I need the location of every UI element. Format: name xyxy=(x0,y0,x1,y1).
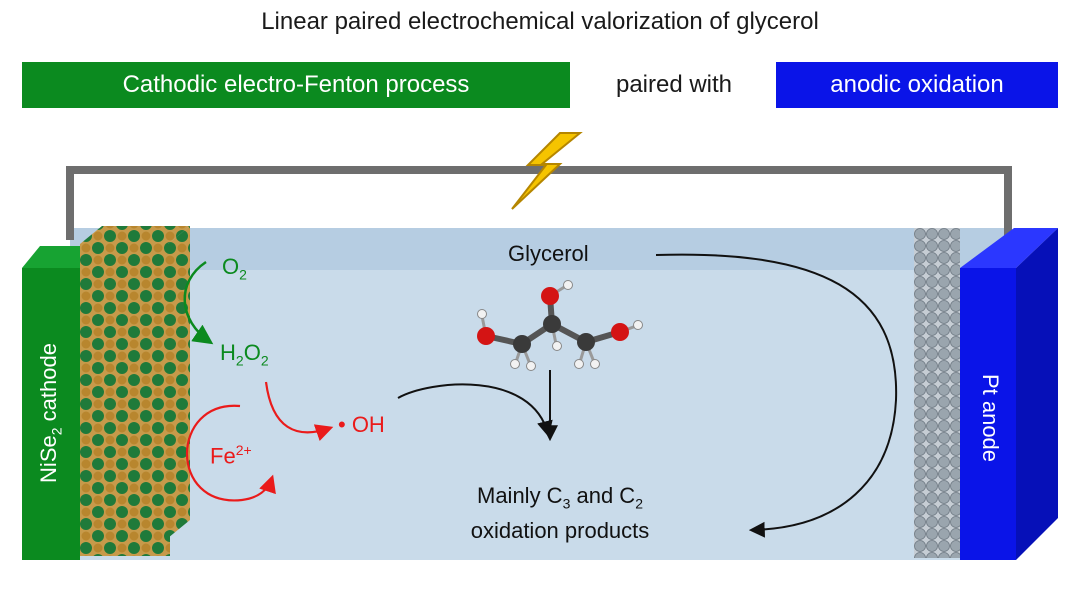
hydroxyl-radical-label: • OH xyxy=(338,412,385,437)
pt-ball-layer xyxy=(914,228,960,558)
fe-cycle-arrow xyxy=(185,404,276,502)
cathode-label: NiSe2 cathode xyxy=(36,343,65,483)
cathodic-process-banner: Cathodic electro-Fenton process xyxy=(22,62,570,108)
oh-attack-arrow xyxy=(397,383,553,438)
nise2-crystal-layer xyxy=(80,226,190,556)
o2-label: O2 xyxy=(222,254,247,283)
lightning-bolt-icon xyxy=(511,132,583,210)
anode-electrode xyxy=(960,228,1058,560)
h2o2-label: H2O2 xyxy=(220,340,269,369)
glycerol-label: Glycerol xyxy=(508,241,589,266)
fe2-label: Fe2+ xyxy=(210,442,252,469)
o2-reduction-arrow xyxy=(183,260,214,345)
anode-label: Pt anode xyxy=(978,373,1003,463)
diagram-title: Linear paired electrochemical valorizati… xyxy=(261,8,819,35)
products-label: Mainly C3 and C2 oxidation products xyxy=(470,483,650,544)
glycerol-molecule-icon xyxy=(477,280,643,371)
anodic-oxidation-banner: anodic oxidation xyxy=(776,62,1058,108)
electrolyte-tank xyxy=(70,228,1010,560)
external-circuit-wire xyxy=(66,166,1012,240)
h2o2-to-oh-arrow xyxy=(264,381,334,441)
anode-oxidation-arrow xyxy=(655,253,898,538)
paired-with-label: paired with xyxy=(615,71,733,98)
